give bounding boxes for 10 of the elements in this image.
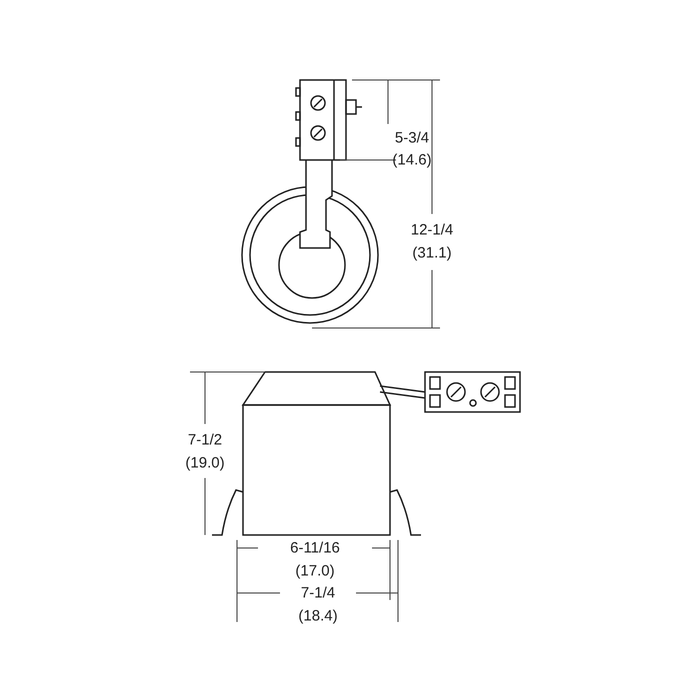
dimension-label: 5-3/4: [394, 130, 430, 146]
dimension-label: (18.4): [298, 608, 338, 624]
dimension-label: 7-1/2: [188, 432, 222, 448]
dimension-label: (19.0): [185, 456, 225, 470]
dimension-label: (14.6): [392, 152, 432, 168]
dimension-label: 7-1/4: [300, 586, 336, 600]
dimension-label: 12-1/4: [410, 222, 454, 238]
dimension-label: (31.1): [412, 246, 452, 260]
dimension-label: (17.0): [295, 564, 335, 578]
dimension-label: 6-11/16: [290, 540, 340, 556]
